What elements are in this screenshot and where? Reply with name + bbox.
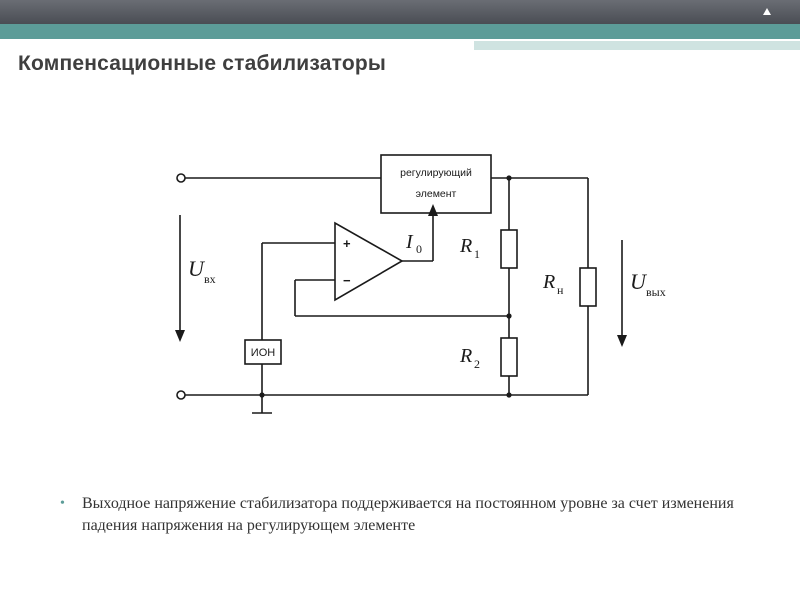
rn-label: R (542, 271, 555, 293)
r1-subscript: 1 (474, 247, 480, 261)
r1-label: R (459, 235, 472, 257)
regulating-element-line2: элемент (416, 188, 457, 200)
opamp-plus-sign: + (343, 236, 351, 251)
opamp-symbol (334, 221, 404, 302)
bullet-item: Выходное напряжение стабилизатора поддер… (82, 495, 734, 534)
circuit-diagram: регулирующий элемент ИОН + − I 0 R 1 R 2… (150, 130, 690, 430)
current-arrow-icon (428, 204, 438, 216)
header-accent-bar (0, 24, 800, 39)
u-in-label: U (188, 256, 206, 281)
u-in-subscript: вх (204, 272, 216, 286)
slide-title: Компенсационные стабилизаторы (18, 52, 387, 75)
regulating-element-line1: регулирующий (400, 167, 472, 179)
u-out-subscript: вых (646, 285, 666, 299)
r1-resistor (500, 229, 518, 269)
u-out-arrow-icon (617, 335, 627, 347)
input-terminal-top (176, 173, 186, 183)
input-terminal-bottom (176, 390, 186, 400)
rn-resistor (579, 267, 597, 307)
u-out-label: U (630, 269, 648, 294)
r2-resistor (500, 337, 518, 377)
r2-label: R (459, 345, 472, 367)
ion-label: ИОН (251, 347, 275, 359)
current-subscript: 0 (416, 242, 422, 256)
rn-subscript: н (557, 283, 564, 297)
r2-subscript: 2 (474, 357, 480, 371)
bullet-list: • Выходное напряжение стабилизатора подд… (60, 493, 760, 537)
ion-box (244, 339, 282, 365)
triangle-icon (763, 8, 771, 15)
u-in-arrow-icon (175, 330, 185, 342)
current-label: I (405, 231, 414, 253)
opamp-minus-sign: − (343, 273, 351, 288)
header-accent-stripe (474, 41, 800, 50)
bullet-marker: • (60, 496, 65, 511)
header-bar (0, 0, 800, 24)
